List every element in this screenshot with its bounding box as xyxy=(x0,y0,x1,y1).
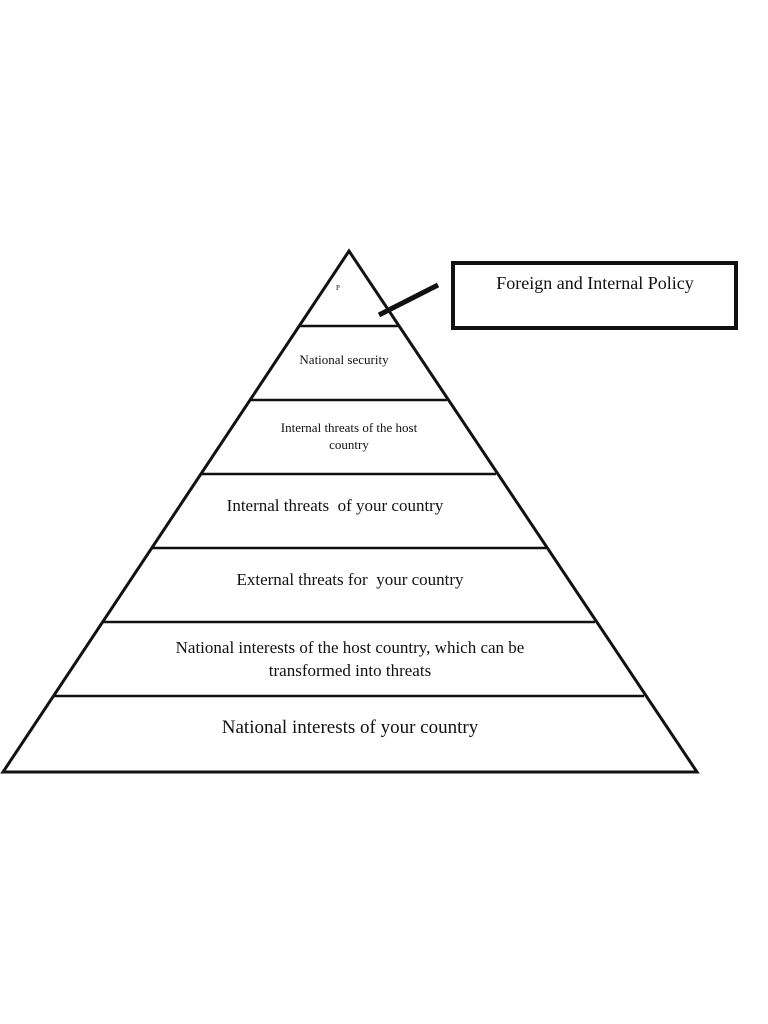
level-label-host-interests-line1: National interests of the host country, … xyxy=(176,638,525,657)
callout-box xyxy=(451,261,738,330)
level-label-internal-threats-host-line2: country xyxy=(329,437,369,452)
level-label-your-interests: National interests of your country xyxy=(222,717,479,738)
callout-connector xyxy=(377,282,440,318)
callout-label: Foreign and Internal Policy xyxy=(496,273,693,293)
level-label-host-interests-line2: transformed into threats xyxy=(269,661,431,680)
level-label-external-threats: External threats for your country xyxy=(236,570,464,589)
level-label-internal-threats-host-line1: Internal threats of the host xyxy=(281,420,418,435)
apex-mark: P xyxy=(336,284,340,292)
pyramid-outline xyxy=(0,248,700,774)
level-label-internal-threats-your: Internal threats of your country xyxy=(227,496,444,515)
level-label-national-security: National security xyxy=(299,352,389,367)
